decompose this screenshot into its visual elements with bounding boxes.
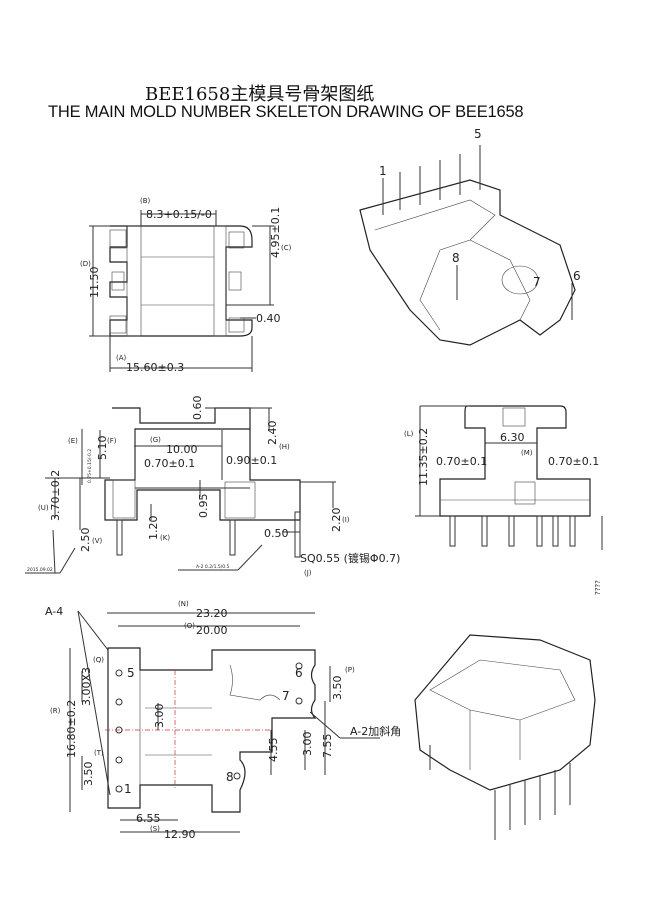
dim-label: (T) [94,749,104,757]
dim-label: 7.55 [321,734,334,759]
dim-label: (B) [140,197,151,205]
pin-number: 5 [127,666,135,680]
dim-label: (E) [68,437,78,445]
dim-label: (D) [80,260,91,268]
dim-label: 0.90±0.1 [226,454,277,467]
dim-label: ???? [594,580,602,595]
dim-label: 6.30 [500,431,525,444]
isometric-view-bottom [414,634,596,840]
dim-label: (V) [92,537,103,545]
dim-label: (J) [304,569,312,577]
dim-label: 3.00 [301,732,314,757]
dim-label: 15.60±0.3 [126,361,184,374]
pins [449,515,576,547]
dim-label: 3.00 [153,704,166,729]
dim-label: 3.00X3 [80,667,93,706]
pin-number: 7 [533,275,541,289]
isometric-view-top: 1 5 8 6 7 [359,127,581,346]
dim-label: 8.3+0.15/-0 [146,208,212,221]
dim-label: 0.50 [264,527,289,540]
dim-label: 2.50 [79,528,92,553]
dim-label: (O) [184,622,195,630]
pin-number: 8 [452,251,460,265]
dim-label: 3.50 [331,676,344,701]
dim-label: (C) [281,244,292,252]
dim-label: (N) [178,600,189,608]
pin-number: 5 [474,127,482,141]
dim-label: (M) [521,449,533,457]
dim-label: (S) [150,825,160,833]
pin-number: 8 [226,770,234,784]
dim-label: (Q) [93,656,104,664]
date-label: 2015.09.02 [27,567,53,573]
dim-label: 6.55 [136,812,161,825]
dim-label: (I) [342,516,350,524]
dim-label: SQ0.55 (镀锡Φ0.7) [300,551,400,565]
dim-label: (G) [150,436,161,444]
side-view: (L) 11.35±0.2 6.30 (M) 0.70±0.1 0.70±0.1… [404,405,603,595]
note-label: A-2 0.2/1.5/0.5 [196,564,230,570]
dim-label: (R) [50,707,61,715]
pin-holes [115,662,303,793]
callout-label: A-4 [45,605,63,618]
top-view: (B) 8.3+0.15/-0 4.95±0.1 (C) (D) 11.50 0… [80,197,292,374]
dim-label: 12.90 [164,828,196,841]
dim-label: 3.50 [82,762,95,787]
dim-label: 0.40 [256,312,281,325]
front-view: 0.60 (E) (F) (G) 10.00 2.40 (H) 5.10 0.7… [25,396,400,577]
dim-label: (U) [38,504,49,512]
dim-label: 11.35±0.2 [417,428,430,486]
dim-label: 5.10 [96,436,109,461]
dim-label: 0.70±0.1 [548,455,599,468]
dim-label: 23.20 [196,607,228,620]
callout-label: A-2加斜角 [350,725,401,738]
dim-label: (L) [404,430,414,438]
drawing-title: BEE1658主模具号骨架图纸 [145,84,375,105]
dim-label: 0.70±0.1 [436,455,487,468]
dim-label: 2.40 [266,421,279,446]
dim-label: 0.70±0.1 [144,457,195,470]
dim-label: 10.00 [166,443,198,456]
dim-label: (P) [345,666,355,674]
pins [382,145,573,320]
pins [429,745,571,840]
dim-label: (H) [279,443,290,451]
dim-label: 20.00 [196,624,228,637]
dim-label: (F) [107,437,117,445]
dim-label: (A) [116,354,127,362]
dim-label: 11.50 [88,267,101,299]
dim-label: 1.20 [147,516,160,541]
dim-label: 16.80±0.2 [65,700,78,758]
pin-number: 1 [379,164,387,178]
dim-label: 4.55 [267,738,280,763]
pin-number: 7 [282,689,290,703]
dim-label: 2.20 [330,508,343,533]
bottom-view: A-4 (N) 23.20 (O) 20.00 (Q) 3.00X3 5 (R)… [45,600,401,841]
dim-label: (K) [160,534,170,542]
pin-number: 6 [295,666,303,680]
dim-label: 4.95±0.1 [269,207,282,258]
dim-label: 0.95 [197,494,210,519]
dim-label: 0.60 [191,396,204,421]
pin-number: 1 [124,782,132,796]
dim-label: 0.75+0.15/-0.2 [87,449,93,483]
drawing-subtitle: THE MAIN MOLD NUMBER SKELETON DRAWING OF… [48,103,524,121]
dim-label: 3.70±0.2 [49,470,62,521]
pin-number: 6 [573,269,581,283]
